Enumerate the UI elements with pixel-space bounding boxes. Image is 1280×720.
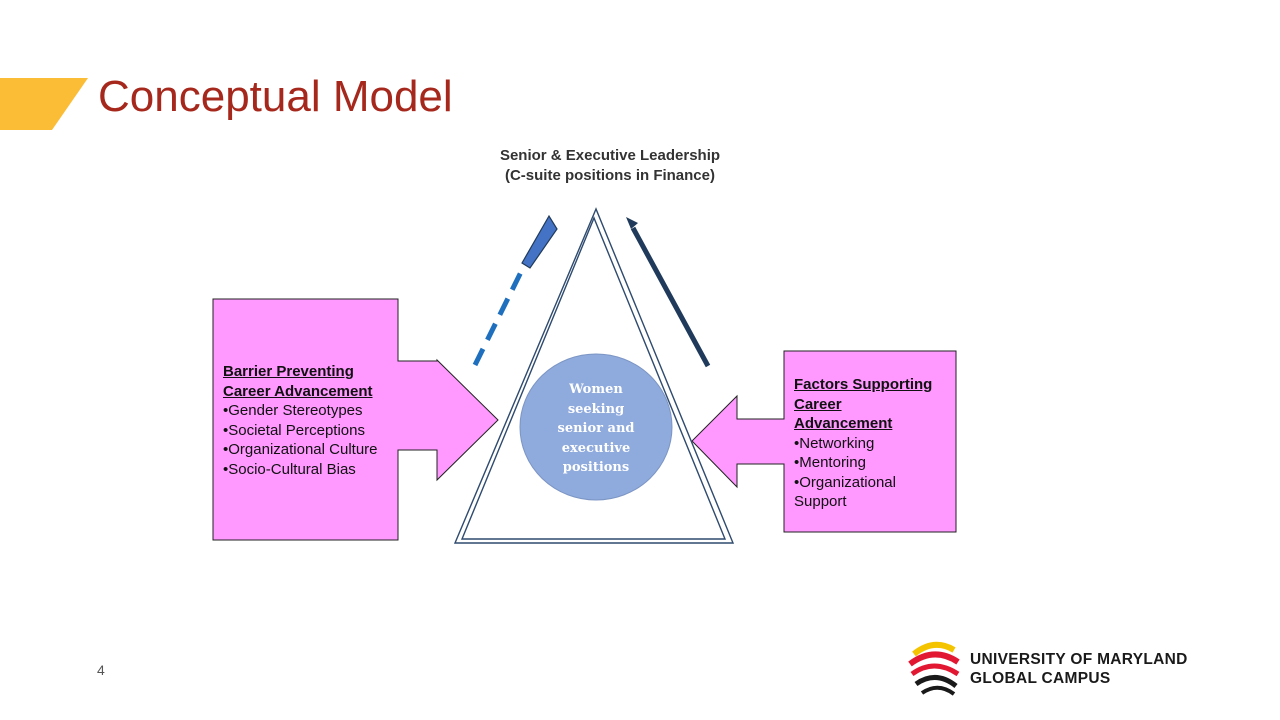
top-label-line1: Senior & Executive Leadership: [499, 147, 721, 164]
list-item: •Gender Stereotypes: [223, 402, 363, 419]
page-number: 4: [97, 662, 105, 678]
triangle-outer: [453, 207, 735, 544]
list-item: •Organizational Culture: [223, 441, 378, 458]
accent-bar: [0, 78, 88, 130]
barrier-heading-line1: Barrier Preventing: [223, 363, 354, 380]
university-logo: UNIVERSITY OF MARYLAND GLOBAL CAMPUS: [908, 640, 1198, 696]
list-item: •Networking: [794, 434, 875, 452]
right-arrow-line: [630, 226, 711, 368]
right-factor-shape: [691, 350, 957, 533]
list-item: •Societal Perceptions: [223, 421, 365, 439]
right-arrow-head: [626, 217, 638, 229]
barrier-box-text: Barrier Preventing Career Advancement •G…: [223, 362, 398, 479]
left-barrier-shape: [212, 298, 499, 541]
slide-title: Conceptual Model: [98, 72, 453, 121]
top-label: Senior & Executive Leadership (C-suite p…: [470, 146, 750, 186]
center-circle: [519, 353, 673, 501]
factors-box-text: Factors Supporting Career Advancement •N…: [794, 375, 952, 512]
list-item: Support: [794, 493, 847, 510]
logo-mark-icon: [908, 641, 960, 696]
barrier-heading-line2: Career Advancement: [223, 382, 373, 400]
top-label-line2: (C-suite positions in Finance): [504, 167, 715, 184]
factors-heading-line1: Factors Supporting: [794, 376, 933, 393]
factors-heading-line3: Advancement: [794, 415, 893, 432]
factors-heading-line2: Career: [794, 395, 842, 413]
center-label: Women seeking senior and executive posit…: [557, 382, 635, 475]
list-item: •Mentoring: [794, 454, 866, 471]
left-dashed-arrow-line: [472, 270, 524, 367]
list-item: •Socio-Cultural Bias: [223, 460, 356, 478]
left-arrow-head: [521, 214, 558, 269]
list-item: •Organizational: [794, 473, 896, 491]
triangle-inner: [460, 216, 727, 540]
logo-text: UNIVERSITY OF MARYLAND GLOBAL CAMPUS: [970, 651, 1188, 687]
